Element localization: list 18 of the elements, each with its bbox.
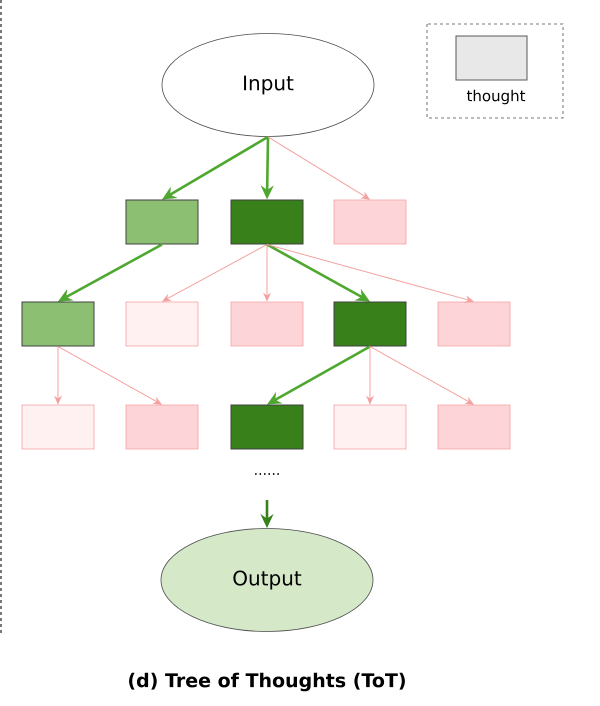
thought-box [230,404,304,450]
thought-box [22,404,94,450]
ellipse-node: Output [160,528,374,632]
thought-box [126,302,198,346]
thought-box [438,404,510,450]
thought-box [230,302,304,346]
thought-box [334,404,406,450]
thought-box [126,200,198,244]
thought-box [22,302,94,346]
thought-box [438,302,510,346]
thought-box [126,404,198,450]
caption: (d) Tree of Thoughts (ToT) [129,672,405,692]
legend-label: thought [466,90,526,104]
thought-box [334,302,406,346]
ellipse-node: Input [162,33,374,137]
ellipsis-label: ...... [255,473,279,475]
thought-box [230,200,304,244]
thought-box [334,200,406,244]
